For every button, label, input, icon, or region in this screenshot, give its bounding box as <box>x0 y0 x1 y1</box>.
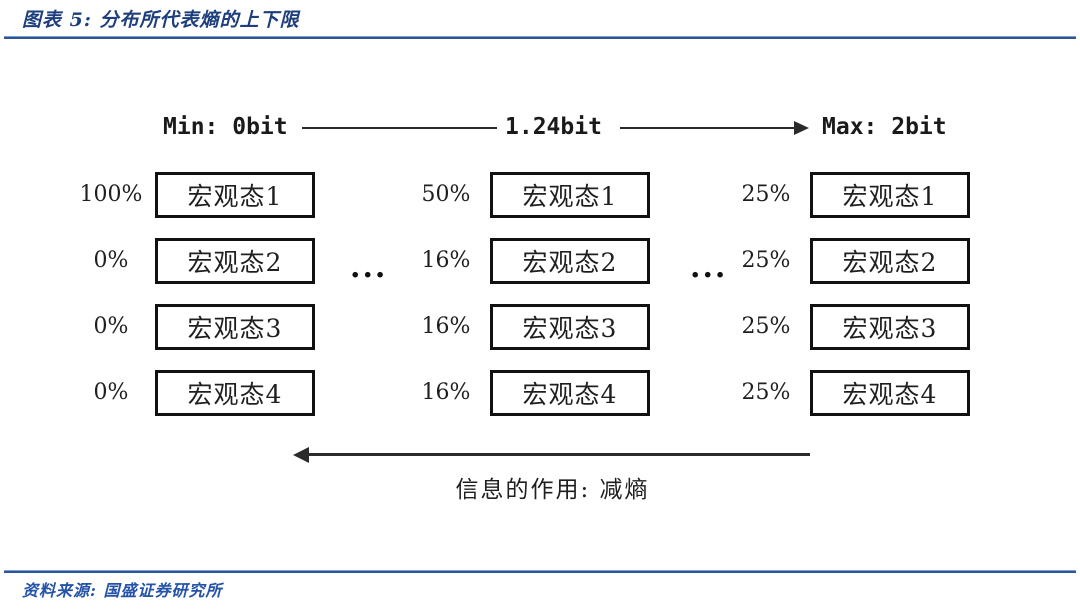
macrostate-box: 宏观态2 <box>490 238 650 284</box>
probability-label: 0% <box>93 314 129 339</box>
probability-label: 25% <box>741 380 791 405</box>
probability-row: 0% 宏观态4 <box>71 370 331 416</box>
figure-title: 图表 5: 分布所代表熵的上下限 <box>22 9 300 31</box>
probability-label: 16% <box>421 314 471 339</box>
probability-row: 0% 宏观态2 <box>71 238 331 284</box>
macrostate-box: 宏观态1 <box>155 172 315 218</box>
macrostate-box: 宏观态2 <box>810 238 970 284</box>
macrostate-box: 宏观态3 <box>490 304 650 350</box>
header-rule <box>4 36 1076 39</box>
macrostate-box: 宏观态4 <box>810 370 970 416</box>
probability-row: 25% 宏观态4 <box>726 370 986 416</box>
probability-row: 100% 宏观态1 <box>71 172 331 218</box>
scale-line-right <box>620 127 795 129</box>
macrostate-box: 宏观态2 <box>155 238 315 284</box>
scale-line-left <box>302 127 497 129</box>
distribution-column-max: 25% 宏观态1 25% 宏观态2 25% 宏观态3 25% 宏观态4 <box>726 172 986 436</box>
probability-row: 25% 宏观态3 <box>726 304 986 350</box>
probability-label: 100% <box>79 182 143 207</box>
entropy-mid-label: 1.24bit <box>505 114 602 140</box>
probability-label: 0% <box>93 248 129 273</box>
probability-label: 25% <box>741 182 791 207</box>
probability-row: 25% 宏观态2 <box>726 238 986 284</box>
probability-label: 50% <box>421 182 471 207</box>
probability-label: 0% <box>93 380 129 405</box>
probability-row: 16% 宏观态4 <box>406 370 666 416</box>
macrostate-box: 宏观态1 <box>810 172 970 218</box>
probability-row: 16% 宏观态3 <box>406 304 666 350</box>
probability-label: 25% <box>741 248 791 273</box>
left-arrowhead-icon <box>293 447 309 463</box>
distribution-column-mid: 50% 宏观态1 16% 宏观态2 16% 宏观态3 16% 宏观态4 <box>406 172 666 436</box>
probability-label: 16% <box>421 248 471 273</box>
probability-label: 25% <box>741 314 791 339</box>
probability-label: 16% <box>421 380 471 405</box>
macrostate-box: 宏观态3 <box>810 304 970 350</box>
info-caption: 信息的作用: 减熵 <box>455 477 650 503</box>
info-arrow-line <box>307 453 810 456</box>
macrostate-box: 宏观态1 <box>490 172 650 218</box>
distribution-column-min: 100% 宏观态1 0% 宏观态2 0% 宏观态3 0% 宏观态4 <box>71 172 331 436</box>
probability-row: 0% 宏观态3 <box>71 304 331 350</box>
probability-row: 50% 宏观态1 <box>406 172 666 218</box>
probability-row: 16% 宏观态2 <box>406 238 666 284</box>
macrostate-box: 宏观态4 <box>490 370 650 416</box>
right-arrowhead-icon <box>794 121 809 135</box>
entropy-min-label: Min: 0bit <box>163 114 288 140</box>
probability-row: 25% 宏观态1 <box>726 172 986 218</box>
macrostate-box: 宏观态3 <box>155 304 315 350</box>
macrostate-box: 宏观态4 <box>155 370 315 416</box>
footer-rule <box>4 570 1076 573</box>
source-note: 资料来源: 国盛证券研究所 <box>22 581 223 600</box>
ellipsis-right: ... <box>690 250 728 285</box>
ellipsis-left: ... <box>350 250 388 285</box>
entropy-max-label: Max: 2bit <box>822 114 947 140</box>
